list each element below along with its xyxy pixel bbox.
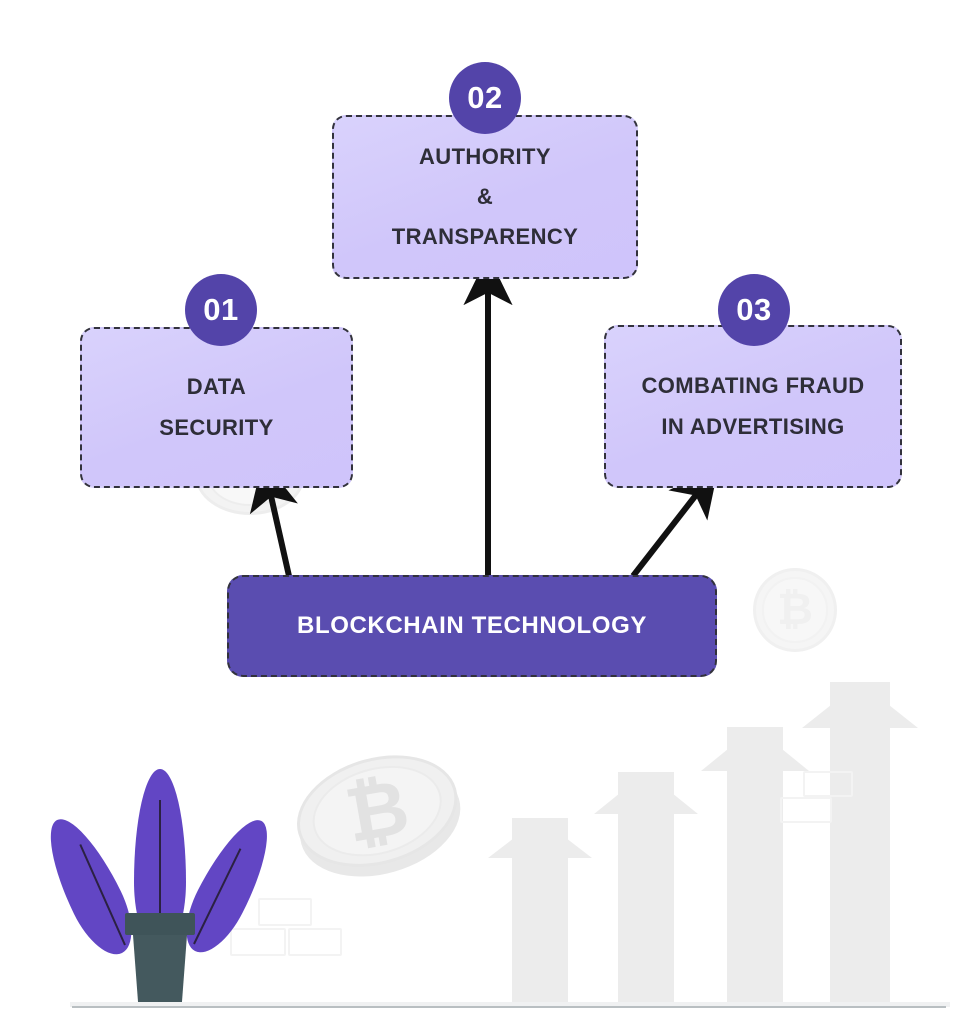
- node-03-line2: IN ADVERTISING: [661, 413, 845, 439]
- node-box-01[interactable]: DATA SECURITY: [80, 327, 353, 488]
- node-box-02[interactable]: AUTHORITY & TRANSPARENCY: [332, 115, 638, 279]
- node-badge-01[interactable]: 01: [185, 274, 257, 346]
- node-02-line3: TRANSPARENCY: [391, 224, 579, 250]
- node-03-label: COMBATING FRAUD IN ADVERTISING: [641, 366, 864, 446]
- node-02-line2: &: [476, 183, 494, 209]
- node-badge-02[interactable]: 02: [449, 62, 521, 134]
- node-box-03[interactable]: COMBATING FRAUD IN ADVERTISING: [604, 325, 902, 488]
- root-node-label: BLOCKCHAIN TECHNOLOGY: [297, 612, 647, 639]
- node-03-line1: COMBATING FRAUD: [641, 373, 865, 399]
- root-node-blockchain-technology[interactable]: BLOCKCHAIN TECHNOLOGY: [227, 575, 717, 677]
- node-01-label: DATA SECURITY: [159, 367, 273, 447]
- node-02-line1: AUTHORITY: [419, 143, 551, 169]
- node-01-line2: SECURITY: [159, 414, 274, 440]
- node-02-label: AUTHORITY & TRANSPARENCY: [392, 137, 579, 257]
- node-01-line1: DATA: [186, 374, 247, 400]
- node-badge-03[interactable]: 03: [718, 274, 790, 346]
